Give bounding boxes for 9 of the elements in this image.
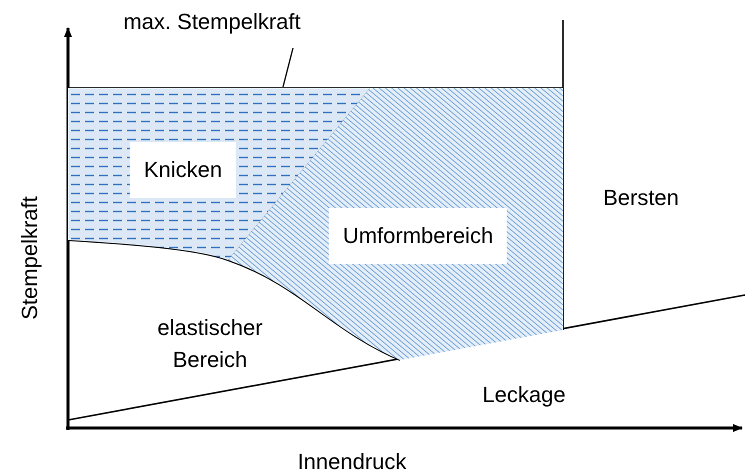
region-label: Knicken [130,142,236,198]
region-label: Umformbereich [328,208,508,264]
limit-label: max. Stempelkraft [123,8,301,36]
region-label: Leckage [482,381,566,409]
axis-title: Stempelkraft [16,196,43,320]
region-label: Bersten [603,184,679,212]
axis-title: Innendruck [298,448,406,476]
region-label: elastischer Bereich [156,314,264,374]
leader-line [282,48,294,88]
